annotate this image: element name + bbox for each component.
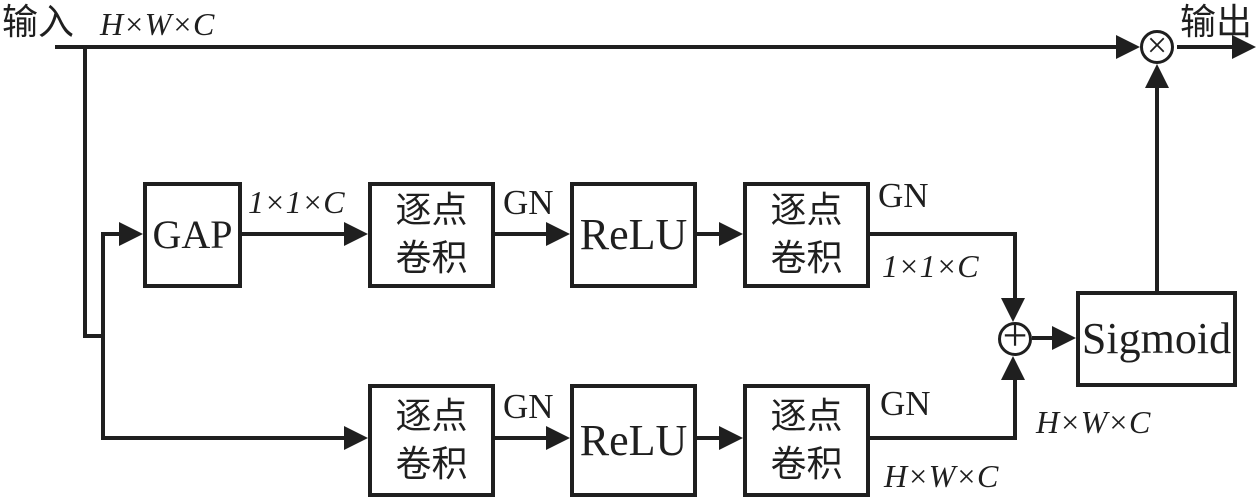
pointwise-conv2-top-label: 逐点卷积 <box>770 190 843 278</box>
pointwise-conv1-top-box: 逐点卷积 <box>368 182 495 288</box>
edge-bottom-branch-out-horizontal <box>870 436 1017 440</box>
arrowhead-into-conv1-top <box>344 222 368 246</box>
edge-to-conv1-bottom <box>101 436 346 440</box>
gap-label: GAP <box>152 212 233 257</box>
main-skip-connection-line <box>55 45 1118 49</box>
gn1-bottom-label: GN <box>503 387 554 426</box>
top-branch-out-dim-label: 1×1×C <box>882 248 979 284</box>
edge-to-gap <box>101 232 121 236</box>
sigmoid-in-dim-label: H×W×C <box>1036 404 1151 440</box>
edge-relu-to-conv2-top <box>697 232 721 236</box>
arrowhead-into-multiply-bottom <box>1145 64 1169 88</box>
gap-out-dim-label: 1×1×C <box>248 184 345 220</box>
edge-conv1-to-relu-bottom <box>495 436 548 440</box>
relu-bottom-box: ReLU <box>570 384 697 497</box>
arrowhead-into-gap <box>119 222 143 246</box>
multiply-icon: × <box>1146 25 1168 65</box>
arrowhead-into-sigmoid <box>1052 326 1076 350</box>
edge-relu-to-conv2-bottom <box>697 436 721 440</box>
arrowhead-into-add-top <box>1001 298 1025 322</box>
pointwise-conv2-bottom-box: 逐点卷积 <box>743 384 870 497</box>
relu-bottom-label: ReLU <box>579 415 688 465</box>
edge-top-branch-out-horizontal <box>870 232 1017 236</box>
pointwise-conv1-top-label: 逐点卷积 <box>395 190 468 278</box>
relu-top-box: ReLU <box>570 182 697 288</box>
sigmoid-box: Sigmoid <box>1076 291 1237 387</box>
elementwise-multiply-node: × <box>1140 25 1174 65</box>
pointwise-conv2-bottom-label: 逐点卷积 <box>770 395 843 484</box>
edge-conv1-to-relu-top <box>495 232 548 236</box>
output-label: 输出 <box>1180 2 1253 42</box>
edge-add-to-sigmoid <box>1032 336 1054 340</box>
relu-top-label: ReLU <box>579 210 688 259</box>
edge-sigmoid-to-multiply <box>1155 86 1159 291</box>
output-line <box>1177 45 1234 49</box>
sigmoid-label: Sigmoid <box>1081 314 1232 363</box>
pointwise-conv2-top-box: 逐点卷积 <box>743 182 870 288</box>
gn1-top-label: GN <box>503 183 554 222</box>
plus-icon: + <box>1002 311 1028 360</box>
bottom-branch-out-dim-label: H×W×C <box>884 458 999 494</box>
arrowhead-into-conv2-top <box>719 222 743 246</box>
branch-split-vertical-line <box>101 232 105 440</box>
gn2-top-label: GN <box>878 176 929 215</box>
arrowhead-into-conv2-bottom <box>719 426 743 450</box>
pointwise-conv1-bottom-box: 逐点卷积 <box>368 384 495 497</box>
input-branch-vertical-line <box>83 45 87 338</box>
branch-jog-line <box>83 334 105 338</box>
edge-top-branch-out-vertical <box>1013 232 1017 300</box>
arrowhead-into-relu-bottom <box>546 426 570 450</box>
input-dim-label: H×W×C <box>100 6 215 42</box>
arrowhead-output <box>1232 35 1256 59</box>
edge-gap-to-conv1-top <box>242 232 346 236</box>
gap-box: GAP <box>143 182 242 288</box>
arrowhead-into-conv1-bottom <box>344 426 368 450</box>
arrowhead-into-add-bottom <box>1001 356 1025 380</box>
gn2-bottom-label: GN <box>880 384 931 423</box>
input-label: 输入 <box>2 2 75 42</box>
arrowhead-into-multiply <box>1116 35 1140 59</box>
arrowhead-into-relu-top <box>546 222 570 246</box>
edge-bottom-branch-out-vertical <box>1013 378 1017 440</box>
elementwise-add-node: + <box>998 314 1032 358</box>
pointwise-conv1-bottom-label: 逐点卷积 <box>395 395 468 484</box>
